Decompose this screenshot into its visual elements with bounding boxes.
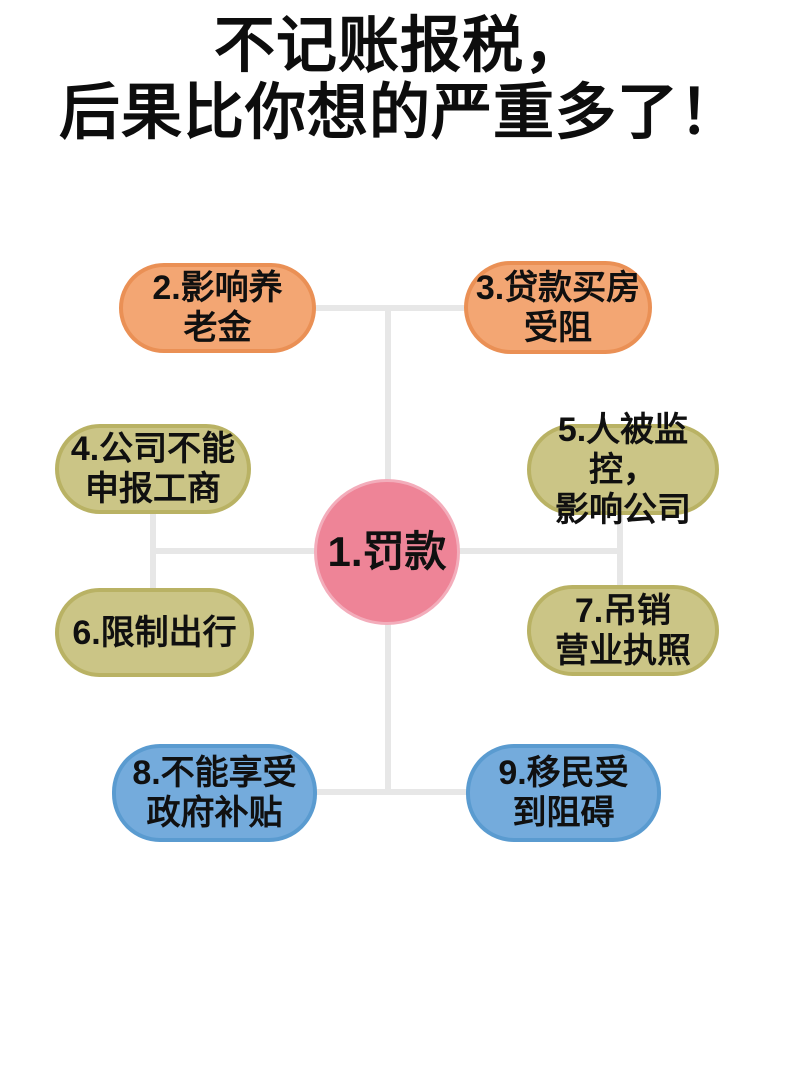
node-no-subsidies: 8.不能享受 政府补贴 [112, 744, 317, 842]
connector-left-horizontal [150, 548, 322, 554]
connector-right-horizontal [452, 548, 623, 554]
node-company-registration: 4.公司不能 申报工商 [55, 424, 251, 514]
connector-bottom-horizontal [315, 789, 467, 795]
page-title: 不记账报税， 后果比你想的严重多了！ [58, 11, 741, 146]
node-travel-restricted: 6.限制出行 [55, 588, 254, 677]
connector-top-vertical [385, 305, 391, 485]
node-immigration-blocked: 9.移民受 到阻碍 [466, 744, 661, 842]
node-mortgage-blocked: 3.贷款买房 受阻 [464, 261, 652, 354]
center-node-penalty: 1.罚款 [314, 479, 460, 625]
node-pension-impact: 2.影响养 老金 [119, 263, 316, 353]
connector-bottom-vertical [385, 620, 391, 795]
node-person-monitored: 5.人被监控， 影响公司 [527, 411, 719, 529]
connector-right-vertical [617, 508, 623, 590]
node-license-revoked: 7.吊销 营业执照 [527, 585, 719, 676]
